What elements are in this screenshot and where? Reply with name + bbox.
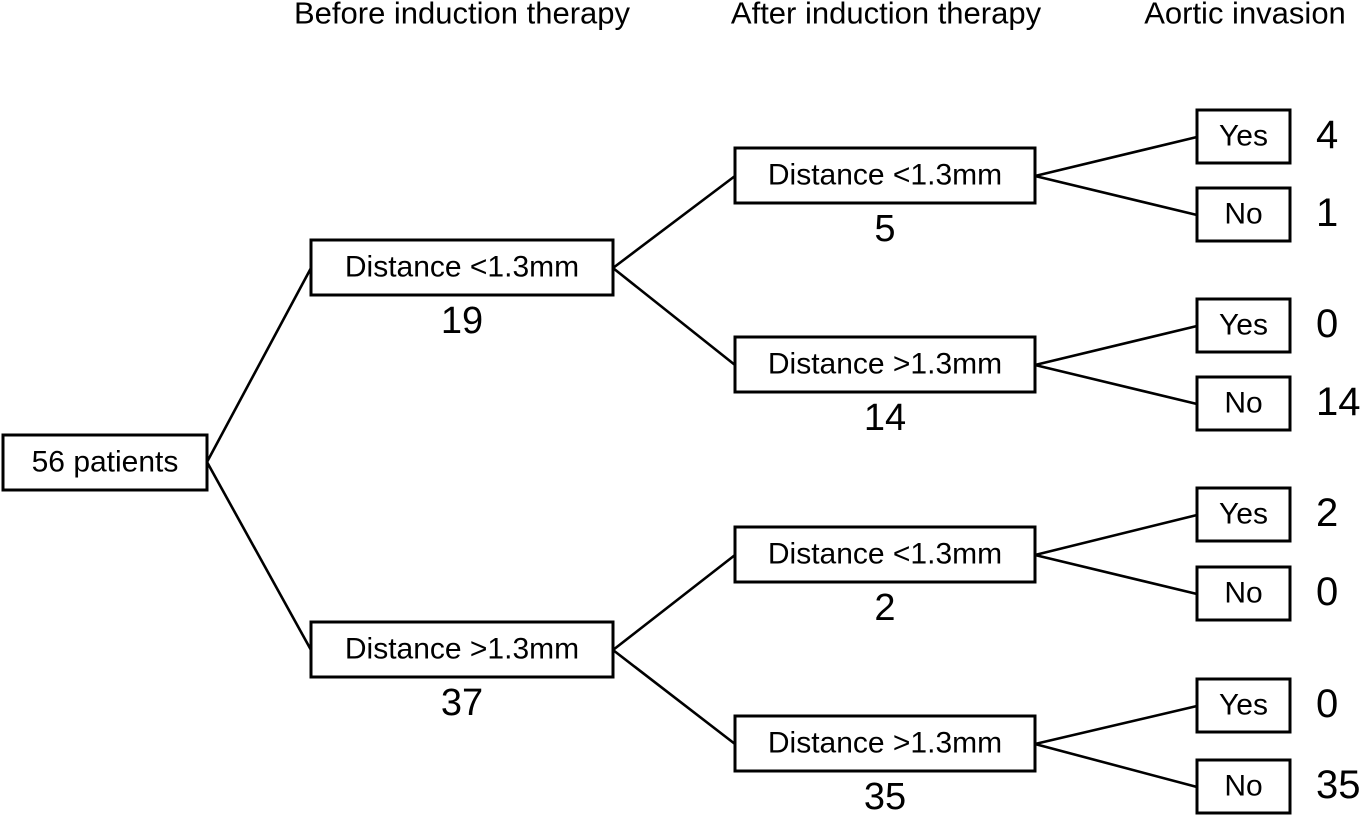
column-headers: Before induction therapy After induction … xyxy=(294,0,1346,30)
leaf-node-5-count: 2 xyxy=(1316,491,1338,535)
level3-node-3-box xyxy=(733,525,1037,584)
connector-line xyxy=(1034,324,1198,367)
leaf-node-8-box xyxy=(1195,758,1292,815)
level3-node-3: Distance <1.3mm 2 xyxy=(733,525,1037,629)
leaf-node-5-box xyxy=(1195,486,1292,543)
level3-node-4-count: 35 xyxy=(864,776,906,818)
leaf-node-3-box xyxy=(1195,297,1292,354)
connector-line xyxy=(1034,742,1198,789)
leaf-node-2-label: No xyxy=(1224,197,1262,230)
leaf-node-5-label: Yes xyxy=(1219,497,1268,530)
leaf-node-7-count: 0 xyxy=(1316,682,1338,726)
connector-line xyxy=(205,267,313,463)
level3-node-4-box xyxy=(733,714,1037,773)
level3-node-1-label: Distance <1.3mm xyxy=(768,158,1002,191)
leaf-node-6-count: 0 xyxy=(1316,570,1338,614)
level3-node-2: Distance >1.3mm 14 xyxy=(733,335,1037,439)
level2-node-2-label: Distance >1.3mm xyxy=(345,632,579,665)
leaf-node-3-count: 0 xyxy=(1316,302,1338,346)
leaf-node-2-box xyxy=(1195,186,1292,243)
leaf-node-1: Yes 4 xyxy=(1195,108,1338,165)
leaf-node-6-box xyxy=(1195,565,1292,622)
level3-node-1: Distance <1.3mm 5 xyxy=(733,146,1037,250)
leaf-node-4: No 14 xyxy=(1195,375,1361,432)
leaf-node-4-label: No xyxy=(1224,386,1262,419)
level3-node-3-label: Distance <1.3mm xyxy=(768,537,1002,570)
connector-line xyxy=(612,174,736,270)
level3-node-3-count: 2 xyxy=(874,587,895,629)
root-node-label: 56 patients xyxy=(32,445,179,478)
column-header-2: After induction therapy xyxy=(731,0,1042,30)
leaf-node-5: Yes 2 xyxy=(1195,486,1338,543)
connector-line xyxy=(1034,704,1198,746)
level3-node-2-box xyxy=(733,335,1037,394)
leaf-node-4-count: 14 xyxy=(1316,380,1361,424)
level3-node-4: Distance >1.3mm 35 xyxy=(733,714,1037,818)
leaf-node-7-box xyxy=(1195,677,1292,734)
connector-line xyxy=(612,266,736,367)
level3-node-1-box xyxy=(733,146,1037,205)
level2-node-2: Distance >1.3mm 37 xyxy=(309,620,615,724)
leaf-node-2-count: 1 xyxy=(1316,191,1338,235)
connector-line xyxy=(1034,363,1198,406)
level2-node-1-label: Distance <1.3mm xyxy=(345,250,579,283)
level2-node-2-count: 37 xyxy=(441,682,483,724)
leaf-node-6-label: No xyxy=(1224,576,1262,609)
level3-node-1-count: 5 xyxy=(874,208,895,250)
connector-lines xyxy=(205,135,1198,789)
leaf-node-8: No 35 xyxy=(1195,758,1361,815)
level3-node-2-count: 14 xyxy=(864,397,906,439)
connector-line xyxy=(612,648,736,746)
column-header-3: Aortic invasion xyxy=(1144,0,1346,30)
leaf-node-2: No 1 xyxy=(1195,186,1338,243)
level3-node-4-label: Distance >1.3mm xyxy=(768,726,1002,759)
level3-node-2-label: Distance >1.3mm xyxy=(768,347,1002,380)
connector-line xyxy=(1034,553,1198,596)
level2-node-1-box xyxy=(309,238,615,297)
leaf-node-3-label: Yes xyxy=(1219,308,1268,341)
level2-node-1: Distance <1.3mm 19 xyxy=(309,238,615,342)
connector-line xyxy=(612,553,736,652)
root-node-box xyxy=(1,433,209,492)
root-node: 56 patients xyxy=(1,433,209,492)
leaf-node-7: Yes 0 xyxy=(1195,677,1338,734)
connector-line xyxy=(205,461,313,651)
leaf-node-7-label: Yes xyxy=(1219,688,1268,721)
connector-line xyxy=(1034,513,1198,557)
level2-node-1-count: 19 xyxy=(441,300,483,342)
leaf-node-8-label: No xyxy=(1224,769,1262,802)
leaf-node-1-label: Yes xyxy=(1219,119,1268,152)
leaf-node-3: Yes 0 xyxy=(1195,297,1338,354)
connector-line xyxy=(1034,174,1198,217)
level2-node-2-box xyxy=(309,620,615,679)
leaf-node-8-count: 35 xyxy=(1316,763,1361,807)
column-header-1: Before induction therapy xyxy=(294,0,631,30)
leaf-node-1-box xyxy=(1195,108,1292,165)
leaf-node-4-box xyxy=(1195,375,1292,432)
leaf-node-6: No 0 xyxy=(1195,565,1338,622)
leaf-node-1-count: 4 xyxy=(1316,113,1338,157)
connector-line xyxy=(1034,135,1198,178)
